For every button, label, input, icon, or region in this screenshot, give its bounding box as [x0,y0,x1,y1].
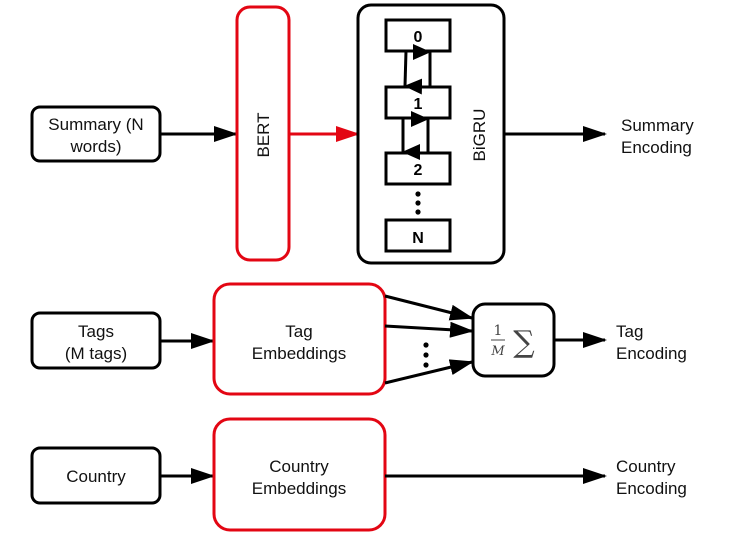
rnn-cell-2-label: 2 [414,162,423,179]
tag-embeddings-label-line2: Embeddings [252,344,347,363]
summary-input-label-line2: words) [69,137,121,156]
country-branch: Country Country Embeddings Country Encod… [30,417,687,532]
summary-input-label-line1: Summary (N [48,115,143,134]
country-encoding-label-line1: Country [616,457,676,476]
tag-branch: Tags (M tags) Tag Embeddings 1 M ∑ Tag E… [30,282,687,396]
rnn-cell-1-label: 1 [414,96,423,113]
rnn-ellipsis-icon [415,191,421,215]
formula-numerator: 1 [494,323,503,339]
country-encoding-label-line2: Encoding [616,479,687,498]
tag-embedding-arrow-m [384,359,474,385]
tag-embedding-arrow-1 [384,294,474,321]
tags-input-label-line1: Tags [78,322,114,341]
country-embeddings-label-line1: Country [269,457,329,476]
bert-label: BERT [254,112,273,157]
rnn-cell-0-label: 0 [414,29,423,46]
summary-branch: Summary (N words) BERT BiGRU 0 1 2 N [30,3,694,265]
tag-embeddings-box [212,282,387,396]
summary-encoding-label-line1: Summary [621,116,694,135]
mean-formula: 1 M ∑ [490,323,535,360]
tag-embedding-arrow-2 [384,321,474,338]
tag-encoding-label-line1: Tag [616,322,643,341]
tag-ellipsis-icon [423,342,429,368]
tags-input-label-line2: (M tags) [65,344,127,363]
bigru-cells: 0 1 2 N [384,18,452,253]
country-input-label: Country [66,467,126,486]
rnn-forward-arrow-0-1 [403,50,423,95]
summary-encoding-label-line2: Encoding [621,138,692,157]
rnn-cell-n [384,218,452,253]
tag-embeddings-label-line1: Tag [285,322,312,341]
tag-encoding-label-line2: Encoding [616,344,687,363]
bigru-label: BiGRU [470,109,489,162]
sum-icon: ∑ [513,325,535,360]
rnn-cell-n-label: N [412,230,424,247]
formula-denominator: M [490,344,505,359]
country-embeddings-label-line2: Embeddings [252,479,347,498]
